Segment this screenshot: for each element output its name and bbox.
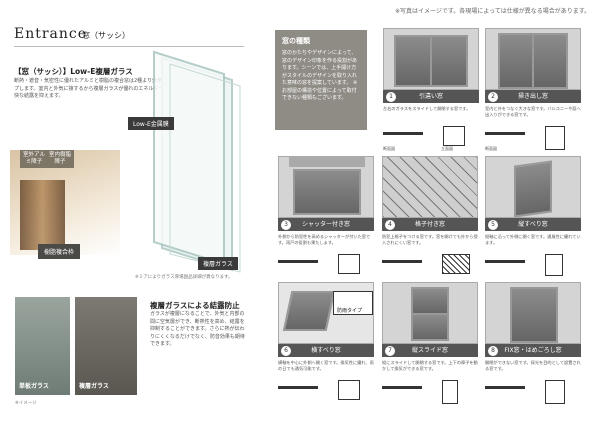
single-glass-label: 単板ガラス [19,383,49,390]
card-diagram [278,380,374,408]
card-number: 8 [488,345,498,356]
card-desc: 左右のガラスをスライドして開閉する窓です。 [383,106,471,111]
inner-resin-chip: 室内樹脂障子 [46,150,74,168]
card-desc: 外側から防犯性を高めるシャッターが付いた窓です。雨戸の役割も果たします。 [278,234,371,245]
card-number: 4 [385,219,395,230]
window-card-lattice: 4 格子付き窓 防犯上格子をつける窓です。窓を開けても外から侵入されにくい窓です。 [382,156,478,282]
double-glass-illustration [153,50,241,273]
frame-section-image [20,180,65,250]
lowe-film-label: Low-E金属膜 [128,117,174,130]
window-photo [382,156,478,218]
card-desc: 縦にスライドして開閉する窓です。上下の障子を動かして換気ができる窓です。 [382,360,478,371]
elev-caption: 立面図 [441,146,453,151]
window-card-bar: 4 格子付き窓 [382,218,478,231]
window-card-single-hung: 7 縦スライド窓 縦にスライドして開閉する窓です。上下の障子を動かして換気ができる… [382,282,478,408]
window-card-fixed: 8 FIX窓・はめごろし窓 開閉ができない窓です。採光を目的として設置される窓です… [485,282,581,408]
page-title: Entrance [14,26,88,42]
card-number: 3 [281,219,291,230]
rain-type-inset [333,291,373,315]
double-glass-label: 複層ガラス [198,257,238,270]
card-number: 2 [488,91,498,102]
window-card-floor-length: 2 掃き出し窓 室内と外をつなぐ大きな窓です。バルコニーや庭へ出入りができる窓です… [485,28,581,154]
card-diagram [278,254,374,282]
window-photo [485,28,581,90]
window-card-shutter: 3 シャッター付き窓 外側から防犯性を高めるシャッターが付いた窓です。雨戸の役割も… [278,156,374,282]
sash-body: 断熱・遮音・気密性に優れたアルミと樹脂の複合窓は2種より外気を活かしアップします… [14,78,194,99]
card-number: 7 [385,345,395,356]
card-desc: 防犯上格子をつける窓です。窓を開けても外から侵入されにくい窓です。 [382,234,478,245]
card-title: FIX窓・はめごろし窓 [504,347,562,354]
glass-note: ※ミアによりガラス厚場囲品詳細が異なります。 [135,275,233,280]
window-card-bar: 5 縦すべり窓 [485,218,581,231]
page-subtitle: 窓（サッシ） [82,31,130,40]
window-photo: 防雨タイプ [278,282,374,344]
rain-type-label: 防雨タイプ [337,308,363,314]
card-diagram [485,380,581,408]
sash-frame-photo: 室外アルミ障子 室内樹脂障子 [10,150,120,255]
frame-label: 樹脂複合枠 [38,244,81,259]
window-photo [485,282,581,344]
window-photo [382,282,478,344]
sash-heading: 【窓（サッシ）】Low-E複層ガラス [14,67,133,76]
window-card-bar: 6 横すべり窓 [278,344,374,357]
image-note: ※写真はイメージです。各現場によっては仕様が異なる場合があります。 [395,8,591,15]
card-title: 格子付き窓 [414,221,445,228]
photo-note: ※イメージ [15,401,37,406]
window-card-bar: 7 縦スライド窓 [382,344,478,357]
condensation-heading: 複層ガラスによる結露防止 [150,301,240,310]
card-number: 5 [488,219,498,230]
outer-alum-chip: 室外アルミ障子 [20,150,48,168]
card-diagram: 断面図 立面図 [383,126,479,154]
card-desc: 横軸を中心に外側へ開く窓です。換気性に優れ、雨の日でも通気可能です。 [278,360,374,371]
window-card-bar: 1 引違い窓 [383,90,479,103]
window-card-bar: 3 シャッター付き窓 [278,218,374,231]
window-card-casement: 5 縦すべり窓 縦軸に沿って外側に開く窓です。通風性に優れています。 [485,156,581,282]
window-photo [278,156,374,218]
card-desc: 開閉ができない窓です。採光を目的として設置される窓です。 [485,360,581,371]
window-photo [383,28,479,90]
window-types-heading: 窓の種類 [282,37,310,45]
plan-caption: 断面図 [383,146,395,151]
card-desc: 室内と外をつなぐ大きな窓です。バルコニーや庭へ出入りができる窓です。 [485,106,581,117]
plan-caption: 断面図 [485,146,497,151]
card-diagram: 断面図 [485,126,581,154]
double-glass-photo-label: 複層ガラス [79,383,109,390]
window-card-bar: 8 FIX窓・はめごろし窓 [485,344,581,357]
card-title: 横すべり窓 [311,347,341,354]
card-diagram [382,254,478,282]
card-number: 6 [281,345,291,356]
card-title: 縦スライド窓 [411,347,448,354]
title-rule [14,46,244,47]
window-card-sliding: 1 引違い窓 左右のガラスをスライドして開閉する窓です。 断面図 立面図 [383,28,479,154]
card-title: 引違い窓 [418,93,443,100]
condensation-body: ガラスが複層になることで、外気と内部の間に空気層ができ、断熱性を高め、結露を抑制… [150,311,245,347]
card-diagram [382,380,478,408]
window-photo [485,156,581,218]
card-diagram [485,254,581,282]
card-title: シャッター付き窓 [301,221,350,228]
card-title: 縦すべり窓 [518,221,548,228]
card-title: 掃き出し窓 [517,93,548,100]
window-types-box: 窓の種類 窓のかたちやデザインによって、窓のデザイン印象を作る役割があります。シ… [275,30,367,130]
window-card-bar: 2 掃き出し窓 [485,90,581,103]
card-number: 1 [386,91,396,102]
window-types-body: 窓のかたちやデザインによって、窓のデザイン印象を作る役割があります。シーンでは、… [282,50,358,101]
card-desc: 縦軸に沿って外側に開く窓です。通風性に優れています。 [485,234,581,245]
double-glass-photo: 複層ガラス [75,297,137,395]
window-card-awning: 防雨タイプ 6 横すべり窓 横軸を中心に外側へ開く窓です。換気性に優れ、雨の日でも… [278,282,374,408]
single-glass-photo: 単板ガラス [15,297,70,395]
